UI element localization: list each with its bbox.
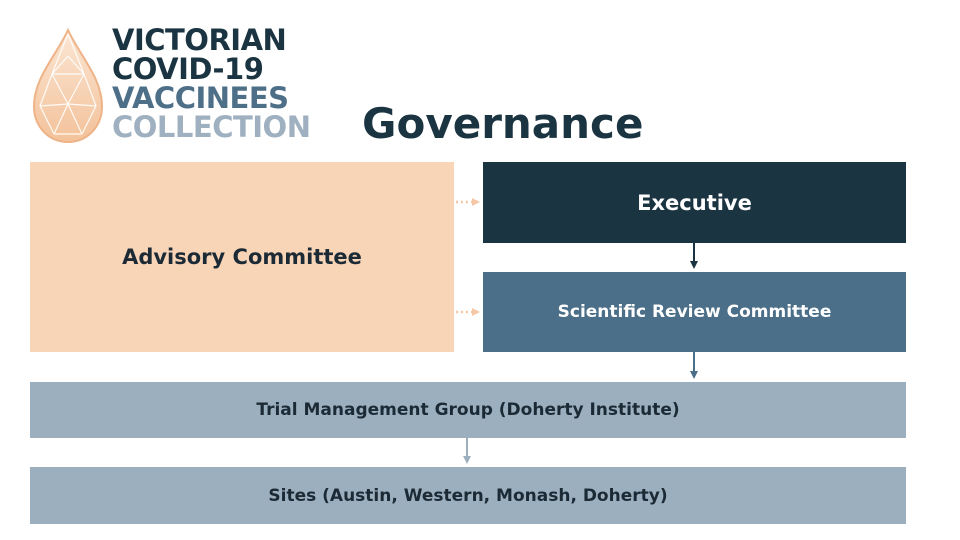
scientific-review-committee-box: Scientific Review Committee bbox=[483, 272, 906, 352]
logo-wordmark: VICTORIAN COVID-19 VACCINEES COLLECTION bbox=[112, 26, 342, 142]
trial-management-group-label: Trial Management Group (Doherty Institut… bbox=[256, 400, 680, 420]
advisory-committee-label: Advisory Committee bbox=[122, 245, 362, 269]
advisory-committee-box: Advisory Committee bbox=[30, 162, 454, 352]
page-title: Governance bbox=[362, 99, 644, 148]
logo-line-1: VICTORIAN bbox=[112, 23, 287, 57]
geodesic-droplet-icon bbox=[32, 27, 104, 144]
executive-label: Executive bbox=[637, 190, 752, 215]
scientific-review-committee-label: Scientific Review Committee bbox=[557, 302, 832, 322]
logo: VICTORIAN COVID-19 VACCINEES COLLECTION bbox=[28, 26, 338, 146]
trial-management-group-box: Trial Management Group (Doherty Institut… bbox=[30, 382, 906, 438]
sites-box: Sites (Austin, Western, Monash, Doherty) bbox=[30, 467, 906, 524]
logo-line-3: VACCINEES bbox=[112, 81, 289, 115]
logo-line-2: COVID-19 bbox=[112, 52, 264, 86]
sites-label: Sites (Austin, Western, Monash, Doherty) bbox=[268, 485, 668, 506]
logo-line-4: COLLECTION bbox=[112, 110, 311, 144]
executive-box: Executive bbox=[483, 162, 906, 243]
